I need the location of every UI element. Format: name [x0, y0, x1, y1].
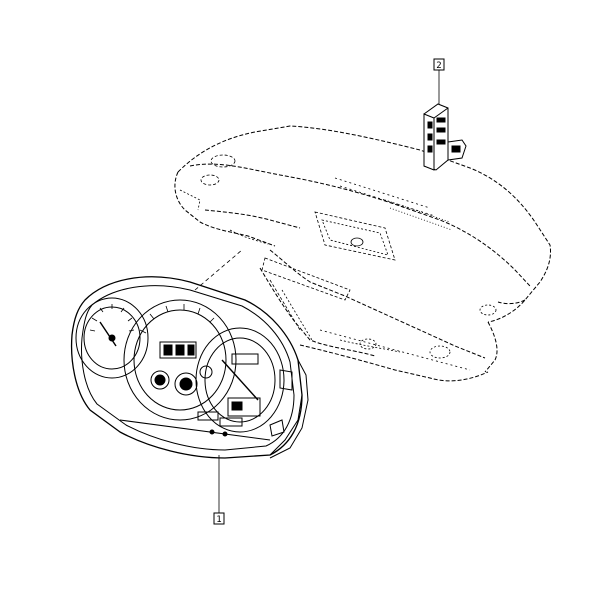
callout-2-label: 2: [436, 61, 441, 71]
leader-line-cluster-to-dash: [194, 249, 243, 291]
dashboard-panel: [174, 125, 551, 382]
switch-module: [423, 103, 467, 171]
dashboard-details: [179, 154, 497, 371]
callout-1: 1: [213, 512, 225, 525]
callout-2: 2: [433, 58, 445, 71]
instrument-cluster: [70, 276, 309, 459]
callout-1-label: 1: [216, 515, 221, 525]
leader-lines: [194, 70, 440, 513]
